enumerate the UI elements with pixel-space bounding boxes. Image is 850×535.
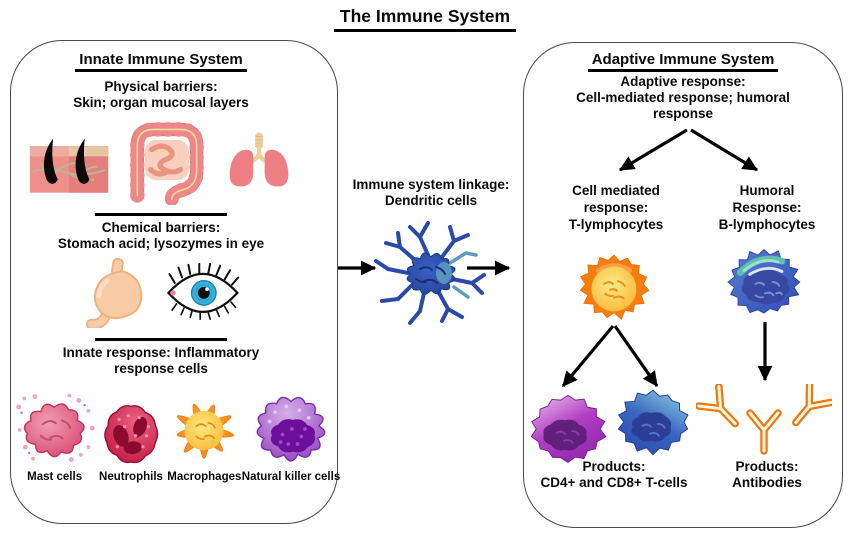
products-tcells-text: Products: CD4+ and CD8+ T-cells: [540, 459, 688, 490]
linkage-arrow-left: [338, 260, 377, 276]
mast-cell-item: Mast cells: [11, 391, 98, 483]
products-antibodies-text: Products: Antibodies: [732, 459, 802, 490]
adaptive-header: Adaptive Immune System: [524, 51, 842, 72]
humoral-label: Humoral Response: B-lymphocytes: [718, 183, 816, 232]
nk-cell-icon: [256, 396, 326, 462]
mast-cell-icon: [15, 393, 95, 462]
section-divider: [95, 337, 227, 341]
antibody-right: [792, 384, 832, 427]
antibody-icon: [696, 384, 832, 455]
innate-response-text: Innate response: Inflammatory response c…: [62, 344, 260, 376]
cell-label: Mast cells: [27, 470, 83, 483]
page-title: The Immune System: [0, 6, 850, 32]
antibody-center: [746, 409, 782, 455]
t-lymphocyte-icon: [579, 254, 650, 321]
chemical-barriers-text: Chemical barriers: Stomach acid; lysozym…: [57, 219, 265, 251]
intestine-icon: [130, 122, 204, 205]
physical-barriers-text: Physical barriers: Skin; organ mucosal l…: [73, 79, 249, 110]
eye-icon: [166, 262, 240, 320]
innate-header: Innate Immune System: [11, 51, 311, 72]
cell-mediated-label: Cell mediated response: T-lymphocytes: [568, 183, 664, 232]
linkage-arrow-right: [467, 260, 511, 276]
b-lymphocyte-icon: [727, 248, 801, 314]
cell-label: Macrophages: [167, 470, 242, 483]
t-cell-split-arrows: [561, 324, 659, 388]
section-divider: [95, 212, 227, 216]
skin-hairs: [43, 138, 90, 184]
adaptive-split-arrows: [618, 128, 759, 172]
nk-cell-item: Natural killer cells: [241, 389, 341, 483]
cell-label: Neutrophils: [99, 470, 163, 483]
adaptive-response-text: Adaptive response: Cell-mediated respons…: [576, 74, 790, 121]
antibody-left: [696, 384, 739, 428]
cd8-t-cell-icon: [617, 389, 689, 456]
dendritic-cell-icon: [374, 221, 486, 325]
macrophage-item: Macrophages: [164, 392, 245, 483]
stomach-icon: [86, 257, 143, 328]
innate-box: Innate Immune System Physical barriers: …: [10, 40, 341, 524]
lungs-icon: [229, 132, 289, 187]
linkage-text: Immune system linkage: Dendritic cells: [352, 177, 510, 208]
macrophage-icon: [177, 403, 235, 459]
cd4-t-cell-icon: [530, 394, 607, 464]
cell-label: Natural killer cells: [241, 470, 341, 483]
adaptive-box: Adaptive Immune System Adaptive response…: [523, 42, 843, 528]
neutrophil-icon: [104, 404, 159, 463]
skin-icon: [29, 138, 109, 193]
neutrophil-item: Neutrophils: [98, 399, 163, 483]
b-cell-arrow: [757, 322, 773, 382]
